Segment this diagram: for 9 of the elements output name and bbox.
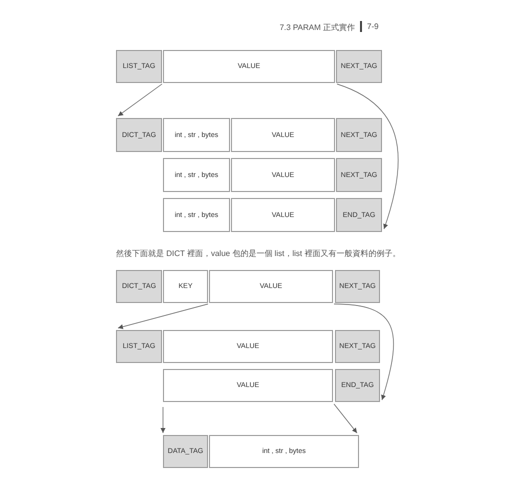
arrow bbox=[160, 406, 166, 434]
arrow bbox=[118, 84, 162, 116]
arrow bbox=[334, 404, 358, 434]
body-text: 然後下面就是 DICT 裡面，value 包的是一個 list，list 裡面又有一般資料的例子。 bbox=[116, 248, 400, 259]
arrow bbox=[336, 84, 399, 230]
arrow bbox=[118, 304, 208, 330]
page-number: 7-9 bbox=[367, 22, 379, 31]
arrow bbox=[334, 304, 394, 400]
section-header: 7.3 PARAM 正式實作 bbox=[280, 22, 355, 33]
